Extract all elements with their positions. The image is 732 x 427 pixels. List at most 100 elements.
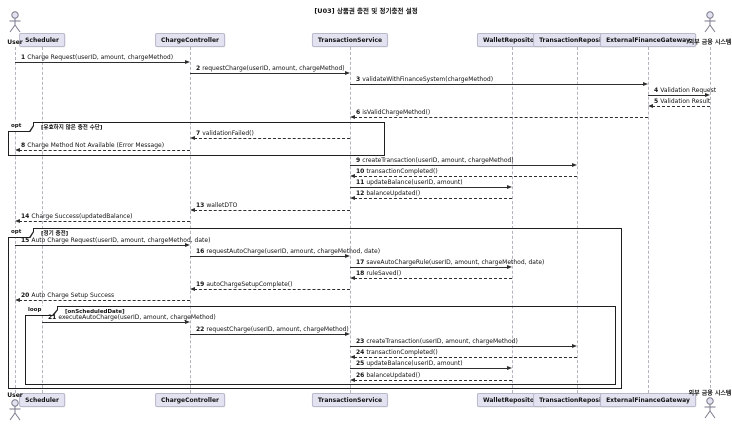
message-text: autoChargeSetupComplete() [206, 280, 293, 288]
message-line-19 [194, 289, 350, 290]
arrowhead-icon [350, 276, 355, 280]
lifeline-txsvc [350, 47, 351, 393]
message-number: 6 [356, 108, 361, 116]
arrowhead-icon [15, 298, 20, 302]
arrowhead-icon [345, 254, 350, 258]
arrowhead-icon [190, 287, 195, 291]
actor-user-bottom: User [0, 392, 50, 427]
message-line-1 [15, 62, 186, 63]
message-line-11 [350, 187, 508, 188]
message-text: Auto Charge Setup Success [31, 291, 115, 299]
actor-user-label: User [7, 392, 23, 399]
actor-external-finance-system-label: 외부 금융 시스템 [688, 390, 732, 397]
lifeline-scheduler [42, 47, 43, 393]
lifeline-extsys [710, 47, 711, 393]
arrowhead-icon [185, 243, 190, 247]
message-number: 4 [654, 86, 659, 94]
message-text: Charge Method Not Available (Error Messa… [27, 141, 165, 149]
message-text: Charge Request(userID, amount, chargeMet… [27, 53, 174, 61]
arrowhead-icon [15, 148, 20, 152]
opt-fragment-recurring-charge: opt [정기 충전] [8, 228, 622, 389]
person-icon [703, 11, 717, 39]
message-number: 5 [654, 97, 659, 105]
message-line-4 [648, 95, 706, 96]
message-text: requestCharge(userID, amount, chargeMeth… [206, 325, 349, 333]
message-line-14 [19, 221, 190, 222]
lifeline-charge [190, 47, 191, 393]
actor-user-top: User [0, 11, 50, 46]
message-number: 17 [356, 258, 365, 266]
message-text: createTransaction(userID, amount, charge… [362, 156, 514, 164]
message-text: updateBalance(userID, amount) [366, 178, 463, 186]
participant-externalfinancegateway-top: ExternalFinanceGateway [600, 33, 696, 47]
message-number: 18 [356, 269, 365, 277]
message-line-10 [354, 176, 577, 177]
message-number: 12 [356, 189, 365, 197]
arrowhead-icon [507, 366, 512, 370]
message-text: requestCharge(userID, amount, chargeMeth… [202, 64, 345, 72]
message-line-2 [190, 73, 346, 74]
diagram-title: [U03] 상품권 충전 및 정기충전 설정 [314, 7, 418, 15]
participant-externalfinancegateway-bottom: ExternalFinanceGateway [600, 393, 696, 407]
fragment-guard: [정기 충전] [41, 231, 69, 237]
arrowhead-icon [507, 265, 512, 269]
participant-chargecontroller-bottom: ChargeController [155, 393, 225, 407]
participant-transactionservice-bottom: TransactionService [311, 393, 389, 407]
arrowhead-icon [572, 163, 577, 167]
actor-external-finance-system-label: 외부 금융 시스템 [688, 39, 732, 46]
message-line-16 [190, 256, 346, 257]
arrowhead-icon [185, 60, 190, 64]
message-line-15 [15, 245, 186, 246]
loop-fragment-scheduled-date: loop [onScheduledDate] [25, 306, 616, 385]
message-line-3 [350, 84, 644, 85]
arrowhead-icon [345, 332, 350, 336]
person-icon [703, 397, 717, 425]
message-line-5 [652, 106, 710, 107]
message-text: Validation Request [660, 86, 717, 94]
message-text: Auto Charge Request(userID, amount, char… [31, 236, 211, 244]
participant-chargecontroller-top: ChargeController [155, 33, 225, 47]
message-text: balanceUpdated() [366, 189, 421, 197]
message-line-13 [194, 210, 350, 211]
message-number: 16 [196, 247, 205, 255]
arrowhead-icon [572, 344, 577, 348]
message-line-12 [354, 198, 512, 199]
arrowhead-icon [350, 196, 355, 200]
message-text: transactionCompleted() [366, 348, 438, 356]
arrowhead-icon [345, 71, 350, 75]
arrowhead-icon [350, 378, 355, 382]
lifeline-extgw [648, 47, 649, 393]
fragment-keyword: opt [8, 228, 34, 238]
message-line-23 [350, 346, 573, 347]
message-number: 22 [196, 325, 205, 333]
person-icon [8, 11, 22, 39]
actor-external-finance-system-top: 외부 금융 시스템 [675, 11, 732, 46]
message-number: 23 [356, 337, 365, 345]
message-number: 26 [356, 371, 365, 379]
message-line-26 [354, 380, 512, 381]
message-line-8 [19, 150, 190, 151]
arrowhead-icon [350, 174, 355, 178]
message-text: balanceUpdated() [366, 371, 421, 379]
message-line-18 [354, 278, 512, 279]
arrowhead-icon [185, 320, 190, 324]
message-number: 2 [196, 64, 201, 72]
